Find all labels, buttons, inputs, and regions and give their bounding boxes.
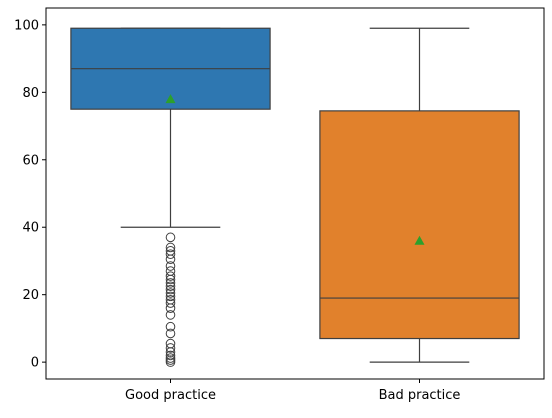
good-practice-outlier-point (165, 294, 176, 305)
good-practice-outlier-point (165, 291, 176, 302)
good-practice-outlier-point (165, 343, 176, 353)
good-practice-mean-marker (165, 94, 176, 104)
good-practice-outlier-point (165, 298, 176, 308)
y-tick-label: 20 (22, 288, 39, 303)
good-practice-outlier-point (165, 328, 176, 339)
good-practice-outlier-point (165, 271, 176, 281)
y-tick-label: 0 (31, 356, 39, 371)
good-practice-outlier-point (165, 249, 176, 260)
x-tick-label: Good practice (125, 388, 216, 403)
good-practice-outlier-point (165, 242, 176, 253)
good-practice-outlier-point (165, 261, 176, 271)
y-tick-label: 40 (22, 221, 39, 236)
good-practice-outlier-point (165, 284, 176, 295)
y-tick-label: 100 (14, 18, 39, 33)
good-practice-outlier-point (165, 232, 176, 243)
good-practice-outlier-point (165, 266, 176, 276)
good-practice-outlier-point (165, 338, 176, 349)
good-practice-outlier-point (165, 278, 176, 288)
x-tick-label: Bad practice (379, 388, 461, 403)
y-tick-label: 80 (22, 86, 39, 101)
good-practice-outlier-point (165, 321, 176, 332)
good-practice-outlier-point (165, 310, 176, 320)
plot-frame (45, 7, 545, 380)
bad-practice-box (319, 110, 520, 340)
y-tick-label: 60 (22, 153, 39, 168)
good-practice-outlier-point (165, 353, 176, 363)
good-practice-outlier-point (165, 288, 176, 298)
good-practice-outlier-point (165, 350, 176, 361)
good-practice-outlier-point (165, 246, 176, 256)
good-practice-outlier-point (165, 254, 176, 265)
good-practice-outlier-point (165, 281, 176, 292)
good-practice-outlier-point (165, 303, 176, 313)
bad-practice-mean-marker (414, 235, 425, 245)
